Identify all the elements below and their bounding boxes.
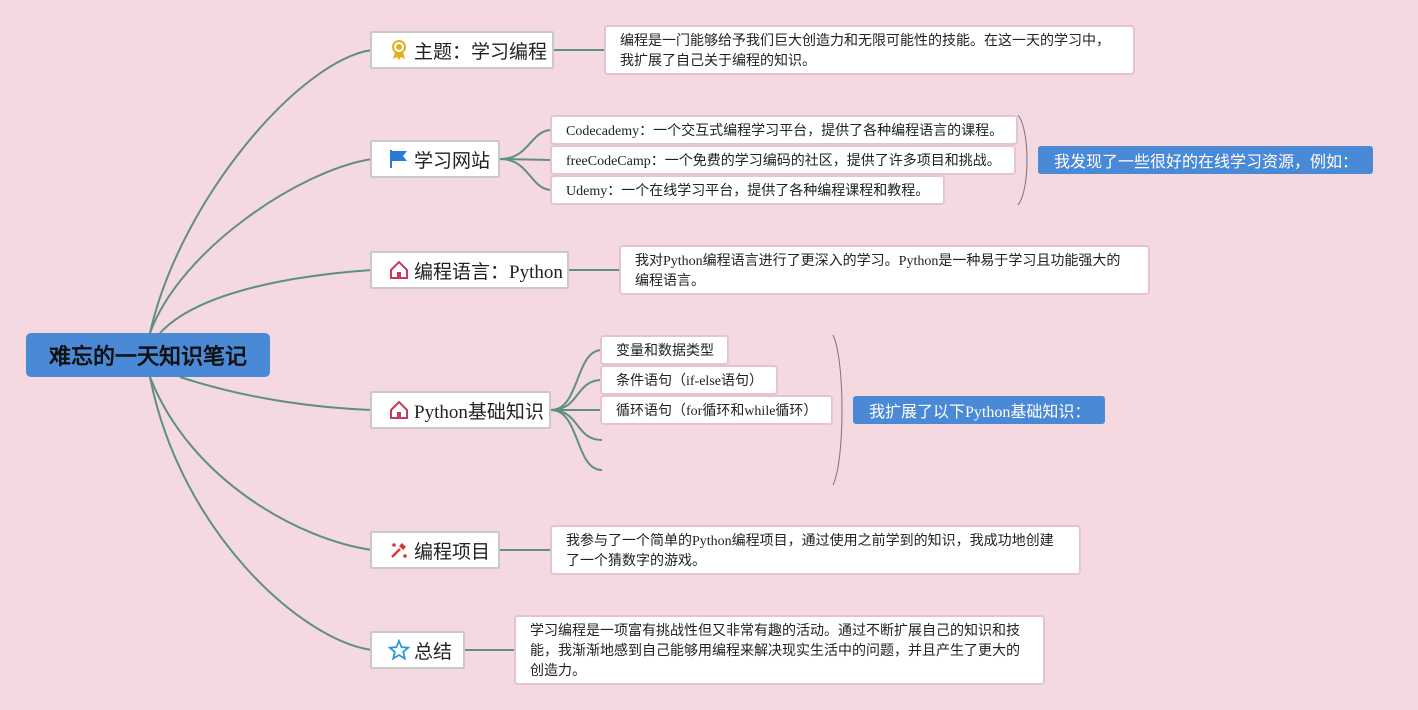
connector-topic2-item-3: [499, 158, 553, 191]
tools-icon: [388, 539, 410, 561]
house-icon: [388, 399, 410, 421]
connector-root-topic-6: [149, 376, 373, 651]
connector-topic4-item-5: [550, 409, 603, 471]
topic-6-note[interactable]: 学习编程是一项富有挑战性但又非常有趣的活动。通过不断扩展自己的知识和技能，我渐渐…: [514, 615, 1045, 685]
topic-learning-websites[interactable]: 学习网站: [370, 140, 500, 178]
topic-5-note[interactable]: 我参与了一个简单的Python编程项目，通过使用之前学到的知识，我成功地创建了一…: [550, 525, 1081, 575]
topic-3-note[interactable]: 我对Python编程语言进行了更深入的学习。Python是一种易于学习且功能强大…: [619, 245, 1150, 295]
topic-label: 编程项目: [414, 541, 491, 563]
connector-topic4-item-1: [550, 349, 603, 411]
website-item[interactable]: Codecademy：一个交互式编程学习平台，提供了各种编程语言的课程。: [550, 115, 1018, 145]
root-topic[interactable]: 难忘的一天知识笔记: [26, 333, 270, 377]
connector-root-topic-1: [149, 49, 373, 334]
website-item[interactable]: freeCodeCamp：一个免费的学习编码的社区，提供了许多项目和挑战。: [550, 145, 1016, 175]
topic-python-basics[interactable]: Python基础知识: [370, 391, 551, 429]
topic-label: 主题：学习编程: [414, 41, 548, 63]
summary-bracket-basics: [832, 334, 843, 486]
connector-topic2-item-1: [499, 129, 553, 160]
website-item[interactable]: Udemy：一个在线学习平台，提供了各种编程课程和教程。: [550, 175, 945, 205]
topic-label: 总结: [414, 641, 453, 663]
python-basics-item[interactable]: 条件语句（if-else语句）: [600, 365, 778, 395]
websites-summary[interactable]: 我发现了一些很好的在线学习资源，例如：: [1038, 146, 1373, 174]
topic-label: 编程语言：Python: [414, 261, 563, 283]
flag-icon: [388, 148, 410, 170]
python-basics-summary[interactable]: 我扩展了以下Python基础知识：: [853, 396, 1105, 424]
connector-root-topic-3: [159, 269, 373, 334]
python-basics-item[interactable]: 循环语句（for循环和while循环）: [600, 395, 833, 425]
connector-root-topic-5: [149, 376, 373, 551]
topic-1-note[interactable]: 编程是一门能够给予我们巨大创造力和无限可能性的技能。在这一天的学习中，我扩展了自…: [604, 25, 1135, 75]
connector-root-topic-2: [149, 158, 373, 334]
topic-learning-programming[interactable]: 主题：学习编程: [370, 31, 554, 69]
connector-root-topic-4: [179, 376, 373, 411]
python-basics-item[interactable]: 变量和数据类型: [600, 335, 729, 365]
topic-python-language[interactable]: 编程语言：Python: [370, 251, 569, 289]
topic-programming-project[interactable]: 编程项目: [370, 531, 500, 569]
summary-bracket-websites: [1017, 114, 1028, 206]
star-icon: [388, 639, 410, 661]
topic-label: Python基础知识: [414, 401, 544, 423]
house-icon: [388, 259, 410, 281]
topic-label: 学习网站: [414, 150, 491, 172]
topic-summary[interactable]: 总结: [370, 631, 465, 669]
medal-icon: [388, 39, 410, 61]
